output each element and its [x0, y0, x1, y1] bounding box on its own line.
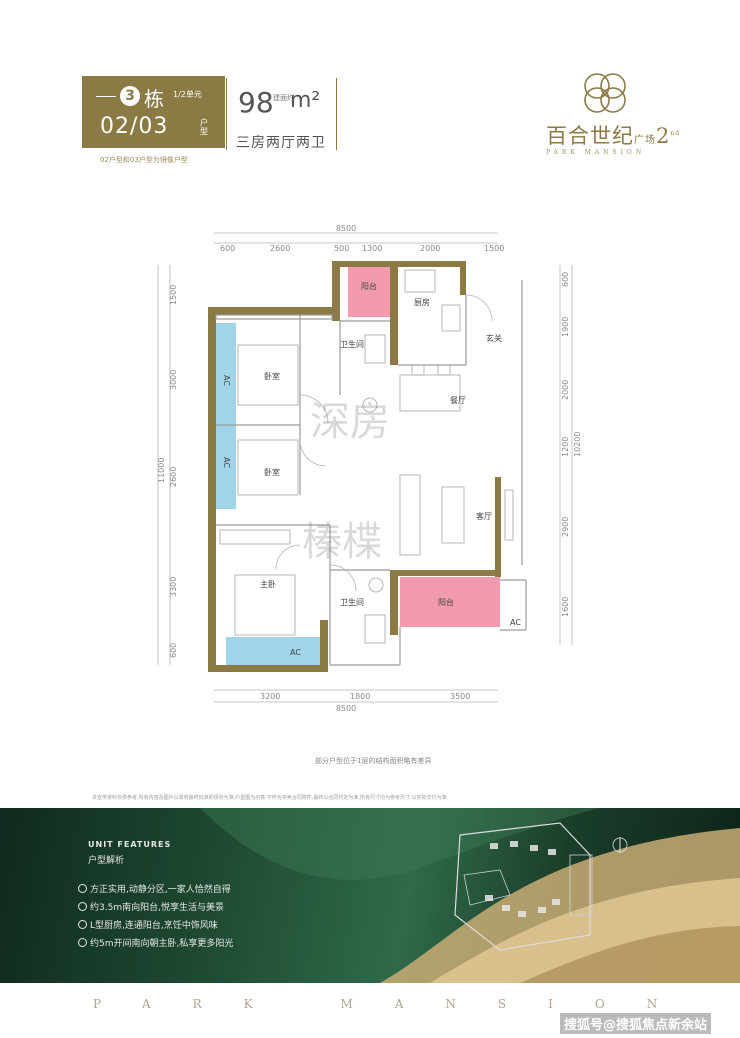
big-balcony-zone [400, 577, 500, 627]
bullet-icon [78, 920, 87, 929]
brand-english: PARK MANSION [546, 149, 646, 156]
features-subtitle: 户型解析 [88, 856, 125, 866]
unit-range: 1/2单元 [173, 90, 202, 99]
dim-left-4: 3300 [169, 577, 178, 597]
building-number-badge: 3 [120, 86, 140, 106]
dim-bottom-3: 3500 [450, 692, 470, 701]
features-list: 方正实用,动静分区,一家人恰然自得 约3.5m南向阳台,悦享生活与美景 L型厨房… [78, 882, 233, 954]
room-master-bedroom: 主卧 [260, 579, 276, 589]
area-label: 建面约 [273, 94, 294, 102]
feature-item: 方正实用,动静分区,一家人恰然自得 [78, 882, 233, 900]
plan-note: 部分户型位于1层的结构面积略有差异 [315, 757, 432, 765]
dim-right-total: 10200 [573, 432, 582, 457]
dim-right-4: 1200 [561, 437, 570, 457]
ac-label-left-1: AC [222, 375, 231, 386]
ac-label-bottom: AC [290, 648, 301, 657]
watermark-line-2: 榛楪 [302, 519, 382, 565]
dim-right-3: 2000 [561, 380, 570, 400]
ac-zone-bottom [226, 637, 326, 665]
mirror-note: 02户型和03户型为镜像户型 [100, 156, 188, 164]
area-value: 98 [238, 86, 274, 119]
dim-right-6: 1600 [561, 597, 570, 617]
dim-top-total: 8500 [336, 225, 356, 233]
dim-left-1: 1500 [169, 285, 178, 305]
room-living: 客厅 [476, 511, 492, 521]
unit-header-box: 3 栋 1/2单元 02/03 户型 [82, 76, 225, 148]
room-bedroom-2: 卧室 [264, 467, 280, 477]
brand-logo: 百合世纪广场2nd PARK MANSION [543, 70, 679, 160]
room-big-balcony: 阳台 [438, 597, 454, 607]
ac-label-left-2: AC [222, 457, 231, 468]
unit-code: 02/03 [100, 114, 169, 139]
room-small-balcony: 阳台 [361, 281, 377, 291]
dim-top-1: 600 [220, 244, 235, 253]
dim-right-2: 1900 [561, 317, 570, 337]
building-label: 栋 [144, 87, 164, 111]
feature-item: 约5m开间南向朝主卧,私享更多阳光 [78, 936, 233, 954]
floor-plan: 8500 600 2600 500 1300 2000 1500 3200 18… [150, 224, 590, 749]
features-title: UNIT FEATURES [88, 840, 172, 849]
lily-logo-icon [584, 73, 626, 113]
silk-ribbon-decoration [200, 808, 740, 983]
dim-bottom-total: 8500 [336, 704, 356, 713]
ac-label-right: AC [510, 618, 521, 627]
room-entrance: 玄关 [486, 333, 502, 343]
brand-name: 百合世纪广场2nd [546, 124, 681, 148]
room-bath-2: 卫生间 [340, 597, 364, 607]
room-bath-1: 卫生间 [340, 339, 364, 349]
park-mansion-footer: PARK MANSION [93, 997, 700, 1011]
dim-top-4: 1300 [362, 244, 382, 253]
dim-right-5: 2900 [561, 517, 570, 537]
bullet-icon [78, 884, 87, 893]
feature-item: 约3.5m南向阳台,悦享生活与美景 [78, 900, 233, 918]
dim-bottom-2: 1800 [350, 692, 370, 701]
floor-plan-drawing: 8500 600 2600 500 1300 2000 1500 3200 18… [157, 224, 582, 713]
dim-left-5: 600 [169, 643, 178, 658]
features-banner [0, 808, 740, 983]
header-divider-right [336, 78, 337, 150]
dim-top-3: 500 [334, 244, 349, 253]
dim-top-2: 2600 [270, 244, 290, 253]
bullet-icon [78, 902, 87, 911]
watermark-line-1: 深房 [310, 399, 390, 445]
site-plan-map [454, 822, 628, 951]
dim-bottom-1: 3200 [260, 692, 280, 701]
dim-left-3: 2600 [169, 467, 178, 487]
bullet-icon [78, 938, 87, 947]
small-balcony-zone [348, 261, 392, 317]
dim-left-2: 3000 [169, 370, 178, 390]
header-divider-left [226, 78, 227, 150]
room-kitchen: 厨房 [414, 297, 430, 307]
layout-description: 三房两厅两卫 [236, 135, 326, 151]
unit-type-label: 户型 [200, 118, 208, 136]
area-unit: m² [290, 88, 321, 113]
dim-top-6: 1500 [484, 244, 504, 253]
feature-item: L型厨房,连通阳台,烹饪中饰风味 [78, 918, 233, 936]
disclaimer-text: 本宣传资料仅供参考,所有内容及图片以政府最终批准的规划为准,户型图为示意,不作为… [92, 795, 447, 801]
room-bedroom-1: 卧室 [264, 371, 280, 381]
source-credit: 搜狐号@搜狐焦点新余站 [560, 1013, 712, 1034]
header-dash [96, 96, 116, 97]
dim-top-5: 2000 [420, 244, 440, 253]
dim-right-1: 600 [561, 272, 570, 287]
room-dining: 餐厅 [450, 396, 466, 405]
dim-left-total: 11000 [157, 458, 166, 483]
